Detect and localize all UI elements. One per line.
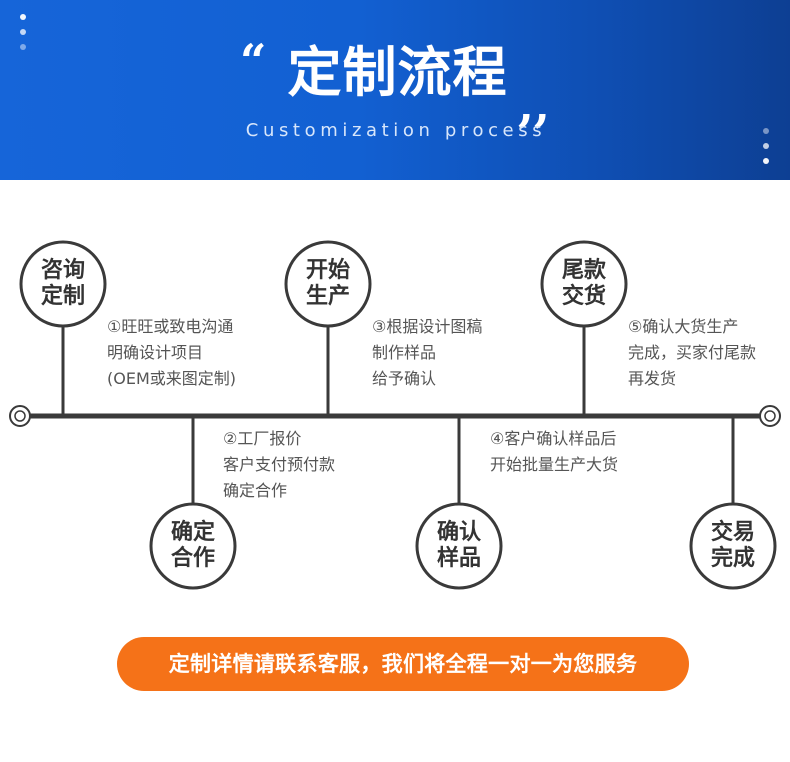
step-4-description: ④客户确认样品后开始批量生产大货 [490,429,619,474]
step-6-label: 交易完成 [710,520,755,571]
step-1-circle [19,240,107,328]
contact-service-button[interactable]: 定制详情请联系客服，我们将全程一对一为您服务 [117,637,689,691]
page-subtitle: Customization process [245,120,547,141]
step-3-description: ③根据设计图稿制作样品给予确认 [372,317,483,388]
timeline-endpoint-right [759,405,781,427]
open-quote-mark: “ [240,34,267,88]
step-1-label: 咨询定制 [40,258,85,309]
step-4-label: 确认样品 [436,520,481,571]
decorative-dots-left [20,14,26,50]
timeline-endpoint-left [9,405,31,427]
close-quote-mark: ,, [518,78,551,132]
step-2-label: 确定合作 [170,520,215,571]
header-banner: “ 定制流程 ,, Customization process [0,0,790,180]
step-4-circle [415,502,503,590]
step-5-description: ⑤确认大货生产完成，买家付尾款再发货 [628,317,757,388]
step-2-description: ②工厂报价客户支付预付款确定合作 [223,429,336,500]
step-2-circle [149,502,237,590]
step-5-circle [540,240,628,328]
step-1-description: ①旺旺或致电沟通明确设计项目(OEM或来图定制) [107,317,236,388]
page-title: 定制流程 [287,41,508,104]
step-3-label: 开始生产 [305,258,350,309]
step-5-label: 尾款交货 [561,258,606,309]
decorative-dots-right [763,128,769,164]
step-6-circle [689,502,777,590]
step-3-circle [284,240,372,328]
